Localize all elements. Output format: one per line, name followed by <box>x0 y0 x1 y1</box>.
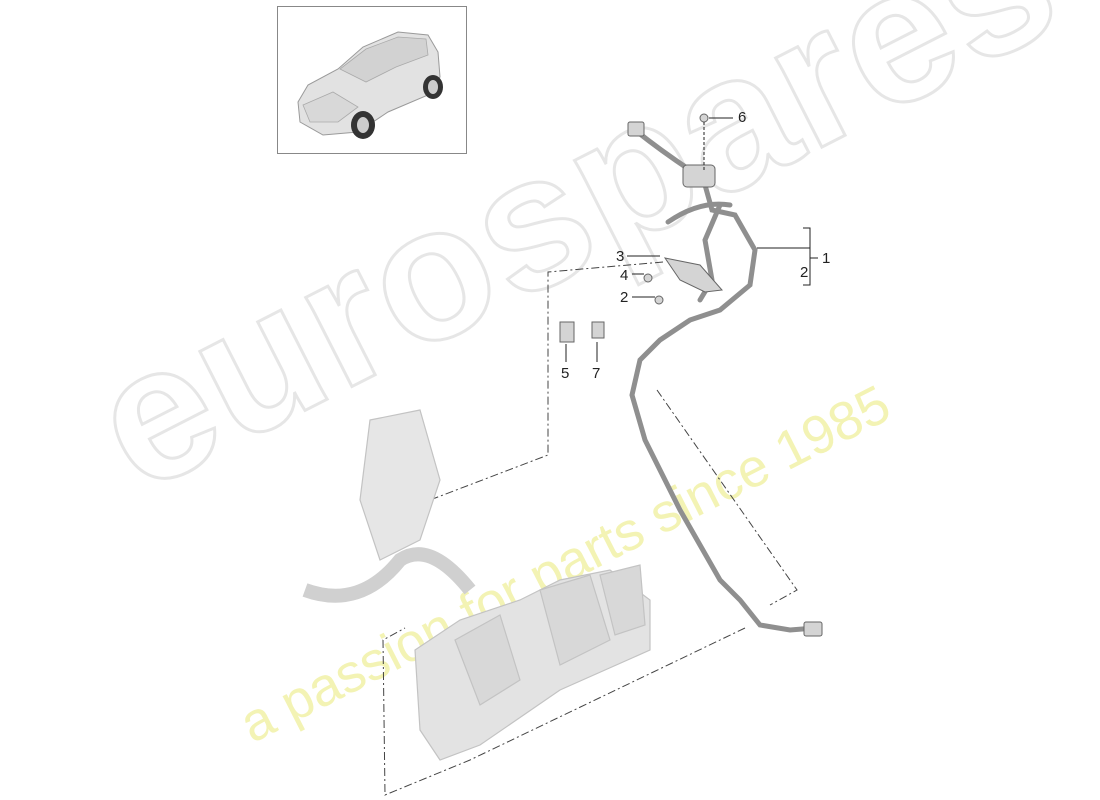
hose-connector-bottom <box>803 621 823 637</box>
car-icon <box>297 31 443 139</box>
bracket <box>663 257 724 293</box>
sensor-7 <box>591 321 605 339</box>
breather-valve <box>682 164 716 188</box>
hose-connector-top <box>627 121 645 137</box>
sensor-5 <box>559 321 575 343</box>
bolt-4 <box>643 273 653 283</box>
callout-6: 6 <box>738 109 747 126</box>
vehicle-thumbnail <box>277 6 467 154</box>
callout-3: 3 <box>616 248 625 265</box>
callout-7: 7 <box>592 365 601 382</box>
intake-manifold <box>302 409 651 761</box>
callout-4: 4 <box>620 267 629 284</box>
callout-1: 1 <box>822 250 831 267</box>
nut-2 <box>654 295 664 305</box>
callout-2-nut: 2 <box>620 289 629 306</box>
assembly-outline <box>382 261 798 796</box>
leader-lines <box>565 117 818 362</box>
vent-line-assembly <box>629 127 818 633</box>
callout-5: 5 <box>561 365 570 382</box>
callout-2-group: 2 <box>800 264 809 281</box>
bolt-6 <box>699 113 709 123</box>
